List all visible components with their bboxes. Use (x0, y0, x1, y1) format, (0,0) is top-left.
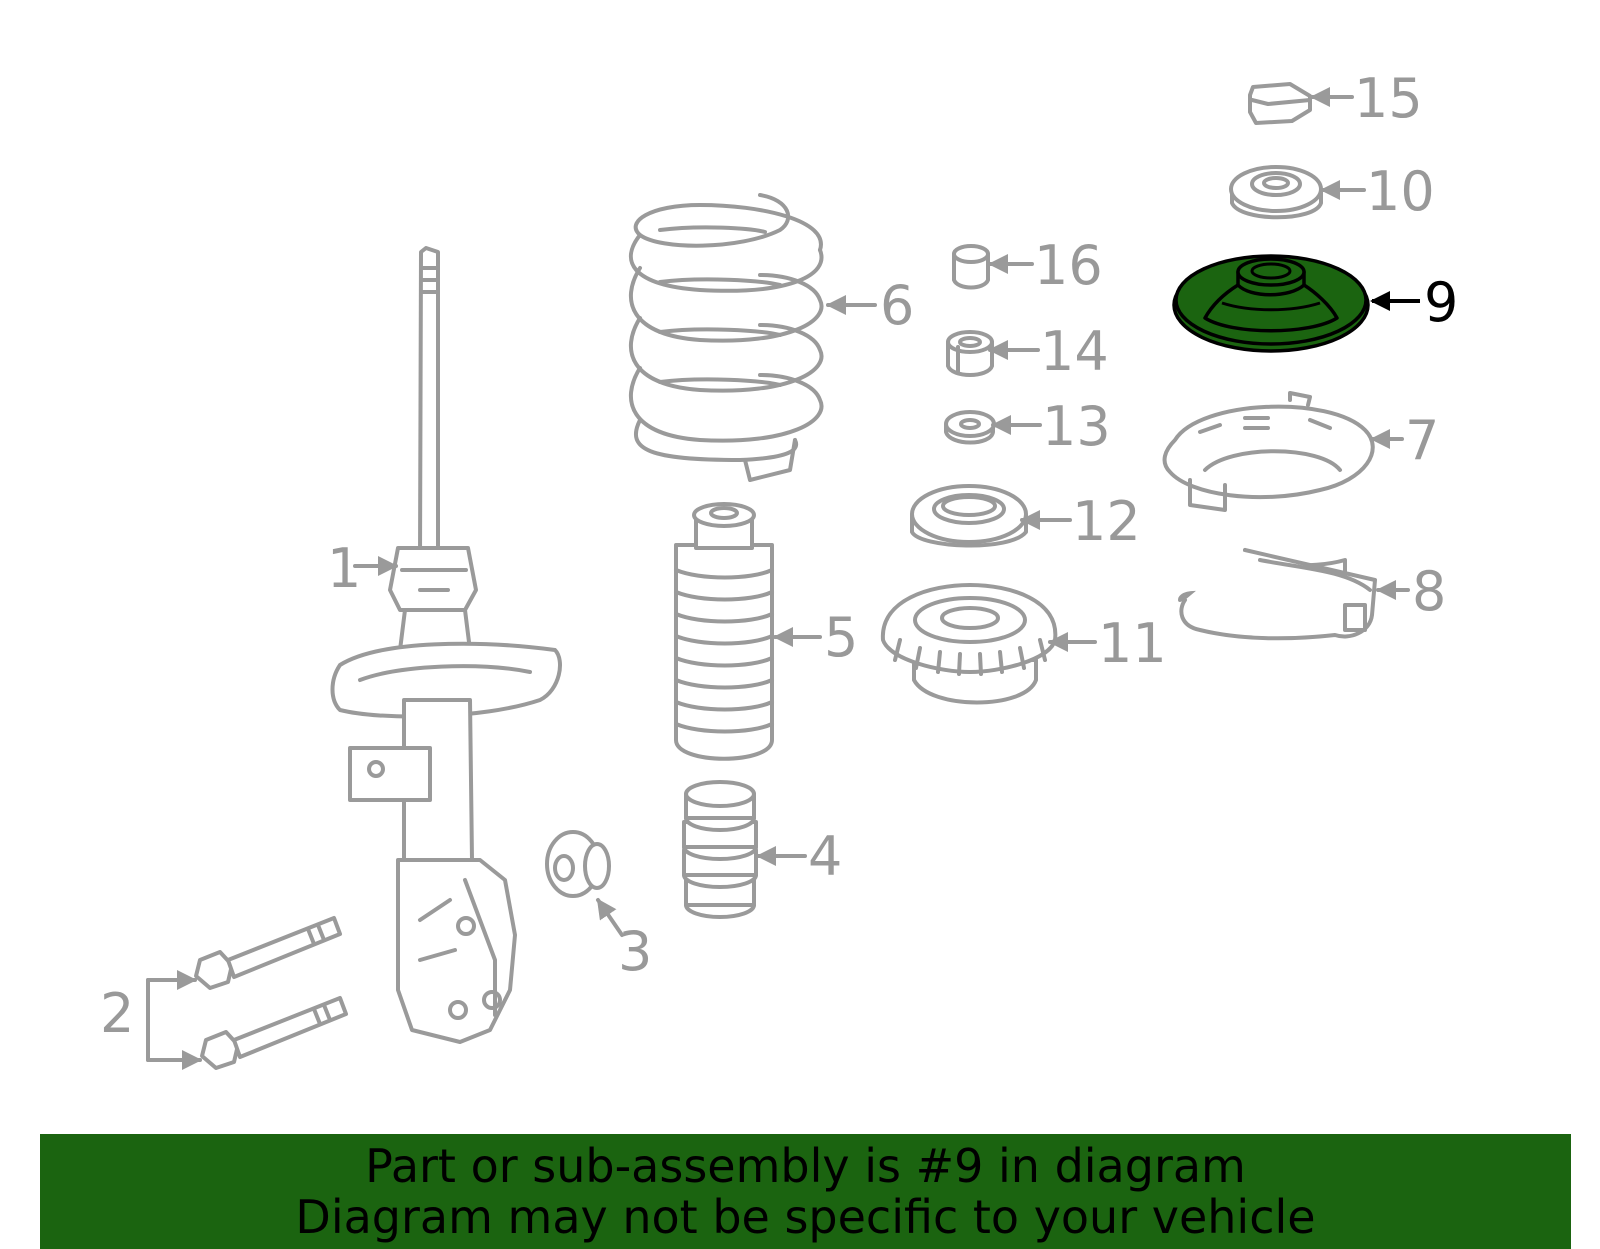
part-1-strut-assembly[interactable] (330, 246, 562, 1044)
part-2-bolts[interactable] (194, 916, 348, 1070)
part-6-coil-spring[interactable] (628, 193, 824, 482)
part-15-nut[interactable] (1248, 82, 1312, 125)
callout-11[interactable]: 11 (1098, 612, 1167, 675)
part-11-bearing[interactable] (880, 583, 1058, 705)
part-5-dust-boot[interactable] (674, 502, 774, 761)
banner-line-disclaimer: Diagram may not be specific to your vehi… (295, 1189, 1316, 1244)
part-16-collar[interactable] (952, 244, 990, 290)
part-4-bump-stop[interactable] (682, 780, 758, 919)
part-14-bushing[interactable] (946, 330, 994, 377)
callout-3[interactable]: 3 (618, 920, 652, 983)
callout-4[interactable]: 4 (808, 825, 842, 888)
info-banner: Part or sub-assembly is #9 in diagram Di… (40, 1134, 1571, 1249)
callout-9-selected[interactable]: 9 (1424, 271, 1458, 334)
callout-12[interactable]: 12 (1072, 490, 1141, 553)
callout-10[interactable]: 10 (1366, 160, 1435, 223)
callout-labels: 1 2 3 4 5 6 7 8 9 10 11 12 13 14 15 16 (100, 67, 1458, 1045)
part-12-seat[interactable] (910, 484, 1028, 548)
banner-line-part: Part or sub-assembly is #9 in diagram (365, 1138, 1246, 1193)
leader-arrows (146, 87, 1420, 1070)
callout-2[interactable]: 2 (100, 982, 134, 1045)
callout-13[interactable]: 13 (1042, 395, 1111, 458)
part-7-spring-seat[interactable] (1162, 391, 1375, 512)
part-13-washer[interactable] (944, 410, 996, 445)
callout-7[interactable]: 7 (1405, 409, 1439, 472)
part-8-insulator[interactable] (1178, 548, 1377, 641)
callout-5[interactable]: 5 (824, 606, 858, 669)
callout-1[interactable]: 1 (327, 537, 361, 600)
part-3-nut[interactable] (545, 830, 611, 898)
callout-14[interactable]: 14 (1040, 320, 1109, 383)
part-9-upper-mount-highlighted[interactable] (1172, 254, 1370, 353)
part-10-upper-seat[interactable] (1229, 165, 1323, 220)
callout-16[interactable]: 16 (1034, 234, 1103, 297)
leader-3 (596, 898, 624, 937)
callout-6[interactable]: 6 (880, 274, 914, 337)
callout-8[interactable]: 8 (1412, 560, 1446, 623)
leader-2-bracket (146, 978, 187, 1062)
callout-15[interactable]: 15 (1354, 67, 1423, 130)
